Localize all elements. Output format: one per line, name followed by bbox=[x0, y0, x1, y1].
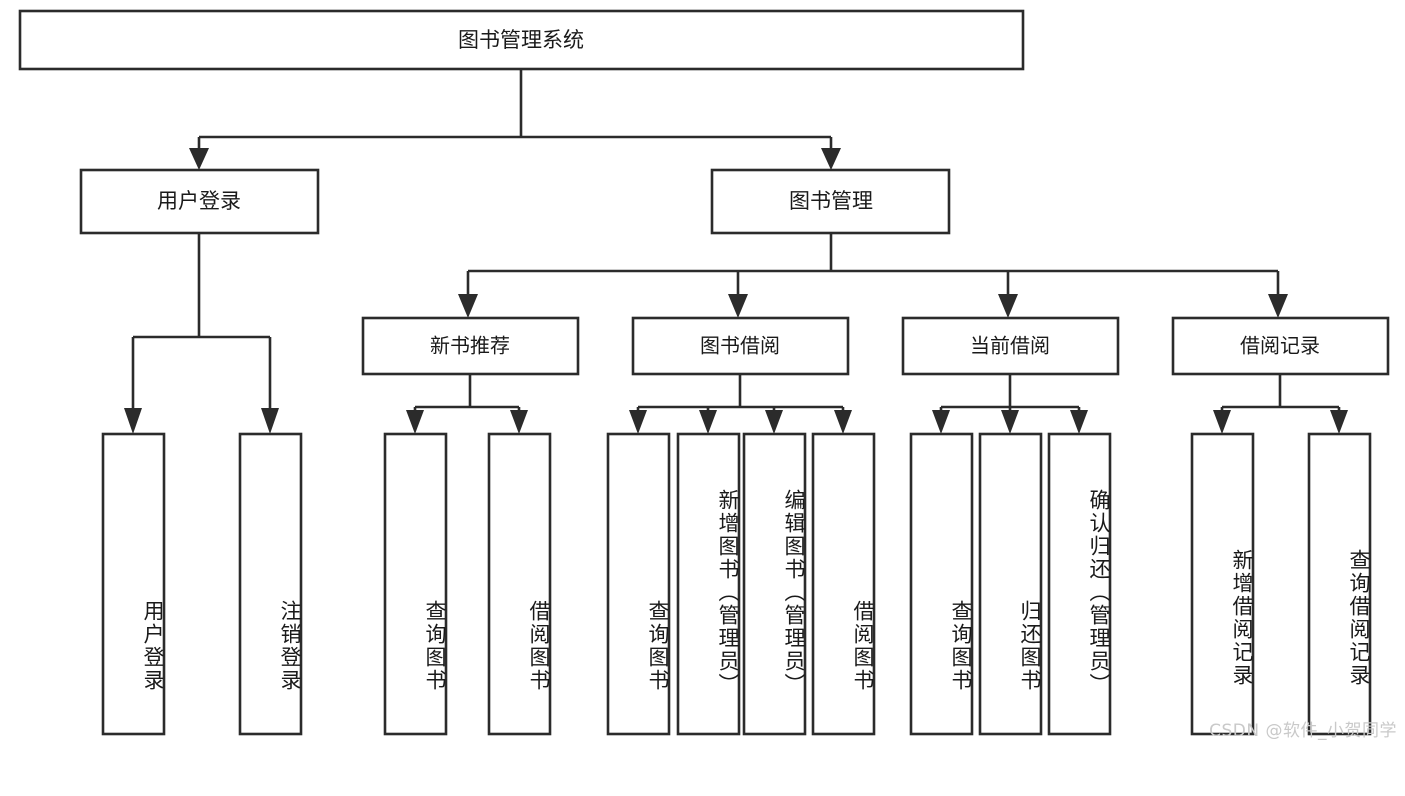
node-new-book-recommend-label: 新书推荐 bbox=[430, 334, 510, 358]
arrow-g3-1 bbox=[699, 410, 717, 434]
arrow-g2-0 bbox=[406, 410, 424, 434]
arrow-record bbox=[1268, 294, 1288, 318]
node-borrow-record-label: 借阅记录 bbox=[1240, 334, 1320, 358]
node-book-borrow-box[interactable] bbox=[631, 316, 850, 376]
arrow-g3-0 bbox=[629, 410, 647, 434]
node-user-login[interactable]: 用户登录 bbox=[79, 168, 320, 235]
arrow-g1-1 bbox=[261, 408, 279, 434]
node-current-borrow-label: 当前借阅 bbox=[970, 334, 1050, 358]
leaf-box-g4-0[interactable] bbox=[909, 432, 974, 736]
node-book-management[interactable]: 图书管理 bbox=[710, 168, 951, 235]
node-new-book-recommend[interactable]: 新书推荐 bbox=[361, 316, 580, 376]
leaf-box-g3-0[interactable] bbox=[606, 432, 671, 736]
leaf-box-g3-2[interactable] bbox=[742, 432, 807, 736]
arrow-g5-1 bbox=[1330, 410, 1348, 434]
node-current-borrow-box[interactable] bbox=[901, 316, 1120, 376]
arrow-g3-3 bbox=[834, 410, 852, 434]
node-book-borrow-label: 图书借阅 bbox=[700, 334, 780, 358]
leaf-box-g2-1[interactable] bbox=[487, 432, 552, 736]
arrow-g4-0 bbox=[932, 410, 950, 434]
connectors bbox=[124, 69, 1348, 434]
node-book-management-box[interactable] bbox=[710, 168, 951, 235]
node-root[interactable]: 图书管理系统 bbox=[18, 9, 1025, 71]
leaf-box-g3-1[interactable] bbox=[676, 432, 741, 736]
arrow-g4-1 bbox=[1001, 410, 1019, 434]
node-root-box[interactable] bbox=[18, 9, 1025, 71]
leaf-box-g2-0[interactable] bbox=[383, 432, 448, 736]
flowchart-canvas: 图书管理系统 用户登录 图书管理 新书推荐 图书借阅 当前借阅 借阅记录 bbox=[18, 9, 1397, 741]
arrow-g5-0 bbox=[1213, 410, 1231, 434]
node-borrow-record[interactable]: 借阅记录 bbox=[1171, 316, 1390, 376]
arrow-g3-2 bbox=[765, 410, 783, 434]
node-book-borrow[interactable]: 图书借阅 bbox=[631, 316, 850, 376]
watermark: CSDN @软件_小贺同学 bbox=[1209, 721, 1397, 741]
node-book-management-label: 图书管理 bbox=[789, 189, 873, 213]
node-root-label: 图书管理系统 bbox=[458, 28, 584, 52]
node-new-book-recommend-box[interactable] bbox=[361, 316, 580, 376]
arrow-g1-0 bbox=[124, 408, 142, 434]
node-user-login-box[interactable] bbox=[79, 168, 320, 235]
arrow-g4-2 bbox=[1070, 410, 1088, 434]
flowchart-svg: 图书管理系统 用户登录 图书管理 新书推荐 图书借阅 当前借阅 借阅记录 bbox=[18, 9, 1390, 736]
node-user-login-label: 用户登录 bbox=[157, 189, 241, 213]
node-borrow-record-box[interactable] bbox=[1171, 316, 1390, 376]
leaf-box-g4-2[interactable] bbox=[1047, 432, 1112, 736]
leaf-box-g1-0[interactable] bbox=[101, 432, 166, 736]
arrow-borrow bbox=[728, 294, 748, 318]
arrow-newbook bbox=[458, 294, 478, 318]
leaf-box-g5-0[interactable] bbox=[1190, 432, 1255, 736]
arrow-current bbox=[998, 294, 1018, 318]
leaf-box-g5-1[interactable] bbox=[1307, 432, 1372, 736]
leaf-box-g1-1[interactable] bbox=[238, 432, 303, 736]
arrow-g2-1 bbox=[510, 410, 528, 434]
leaf-box-g3-3[interactable] bbox=[811, 432, 876, 736]
arrow-bookmgmt bbox=[821, 148, 841, 170]
node-current-borrow[interactable]: 当前借阅 bbox=[901, 316, 1120, 376]
leaf-box-g4-1[interactable] bbox=[978, 432, 1043, 736]
arrow-userlogin bbox=[189, 148, 209, 170]
